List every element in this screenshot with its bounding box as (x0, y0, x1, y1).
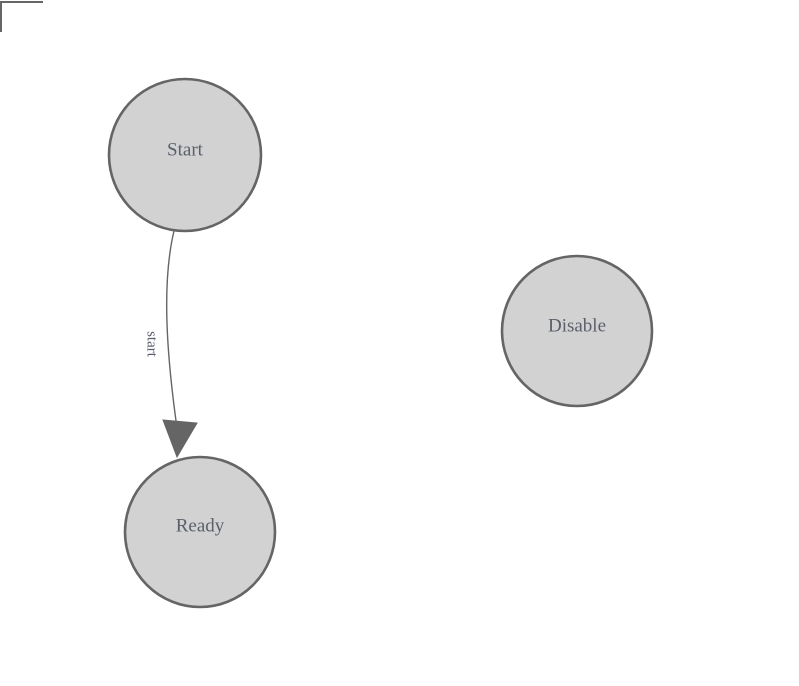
node-start-label: Start (167, 139, 204, 160)
edge-start-to-ready[interactable]: start (144, 230, 198, 459)
corner-bracket-icon (0, 1, 43, 32)
node-start-circle[interactable] (107, 77, 263, 233)
node-disable[interactable]: Disable (500, 254, 654, 408)
edge-path[interactable] (166, 230, 178, 429)
arrowhead-icon (162, 419, 198, 459)
edge-label-start: start (144, 331, 160, 358)
node-start[interactable]: Start (107, 77, 263, 233)
node-ready[interactable]: Ready (123, 455, 277, 609)
node-disable-circle[interactable] (500, 254, 654, 408)
node-disable-label: Disable (548, 315, 606, 336)
node-ready-circle[interactable] (123, 455, 277, 609)
node-ready-label: Ready (176, 515, 225, 536)
